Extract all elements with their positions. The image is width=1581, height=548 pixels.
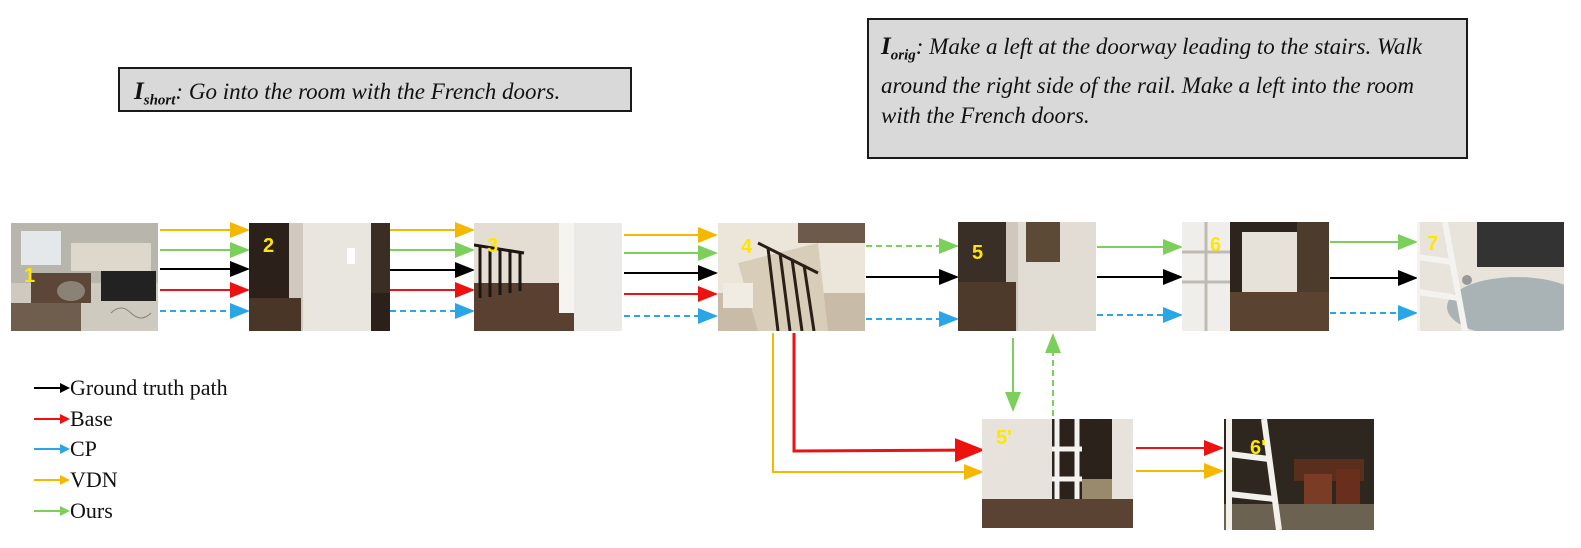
node-4-label: 4 [741, 236, 753, 258]
node-3-label: 3 [487, 235, 499, 257]
arrow-vdn-4-5prime [772, 333, 984, 480]
legend-vdn-label: VDN [70, 467, 118, 492]
node-5-image: 5 [958, 222, 1096, 331]
legend-vdn: VDN [34, 467, 118, 492]
legend-vdn-arrow [34, 475, 70, 485]
node-3-image: 3 [474, 223, 622, 331]
node-5prime-label: 5' [996, 427, 1012, 449]
original-instruction-box: Iorig: Make a left at the doorway leadin… [867, 18, 1468, 159]
legend-cp-arrow [34, 444, 70, 454]
node-6prime-label: 6' [1250, 437, 1266, 459]
node-5-label: 5 [972, 242, 984, 264]
orig-label-sub: orig [890, 47, 916, 64]
node-2-image: 2 [249, 223, 390, 331]
legend-ours-arrow [34, 506, 70, 516]
node-7-label: 7 [1427, 233, 1439, 255]
legend-ours-label: Ours [70, 498, 113, 523]
short-instruction-text: : Go into the room with the French doors… [175, 79, 561, 104]
node-5prime-image: 5' [982, 419, 1133, 528]
node-1-label: 1 [24, 265, 36, 287]
arrow-base-4-5prime [792, 333, 985, 463]
legend-base: Base [34, 406, 113, 431]
node-6prime-image: 6' [1224, 419, 1374, 530]
legend-cp-label: CP [70, 436, 97, 461]
legend-ours: Ours [34, 498, 113, 523]
node-1-image: 1 [11, 223, 158, 331]
short-label-sub: short [143, 92, 176, 109]
short-label: I [134, 78, 144, 105]
legend-base-label: Base [70, 406, 113, 431]
orig-instruction-text: : Make a left at the doorway leading to … [881, 34, 1423, 128]
short-instruction-box: Ishort: Go into the room with the French… [118, 67, 632, 112]
legend-cp: CP [34, 436, 97, 461]
node-2-label: 2 [263, 235, 275, 257]
legend-base-arrow [34, 414, 70, 424]
node-6-label: 6 [1210, 234, 1222, 256]
legend-ground-truth: Ground truth path [34, 375, 228, 400]
node-4-image: 4 [718, 223, 865, 331]
legend-ground-truth-arrow [34, 383, 70, 393]
legend-ground-truth-label: Ground truth path [70, 375, 228, 400]
orig-label: I [881, 33, 891, 60]
node-6-image: 6 [1182, 222, 1329, 331]
node-7-image: 7 [1417, 222, 1564, 331]
